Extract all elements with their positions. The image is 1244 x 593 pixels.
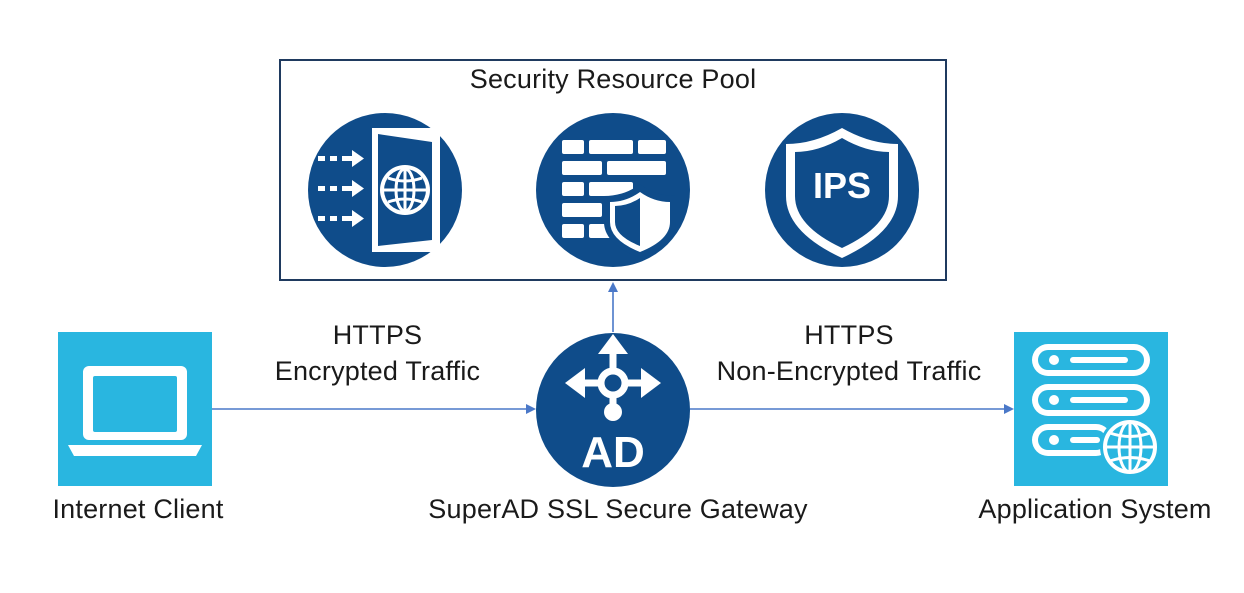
client-label: Internet Client (52, 494, 224, 524)
waf-icon (308, 113, 462, 267)
edge-left-label-line2: Encrypted Traffic (274, 356, 481, 386)
security-resource-pool-box (279, 59, 947, 281)
firewall-icon (536, 113, 690, 267)
edge-right-label-line1: HTTPS (804, 320, 894, 350)
laptop-icon (58, 332, 212, 486)
edge-left-label-line1: HTTPS (332, 320, 423, 350)
server-globe-icon (1014, 332, 1168, 486)
gateway-icon-text: AD (581, 428, 645, 477)
pool-title: Security Resource Pool (469, 64, 757, 94)
gateway-label: SuperAD SSL Secure Gateway (428, 494, 808, 524)
ips-icon: IPS (765, 113, 919, 267)
app-label: Application System (978, 494, 1212, 524)
ad-gateway-icon: AD (536, 333, 690, 487)
ips-icon-text: IPS (813, 165, 871, 206)
edge-right-label-line2: Non-Encrypted Traffic (716, 356, 982, 386)
